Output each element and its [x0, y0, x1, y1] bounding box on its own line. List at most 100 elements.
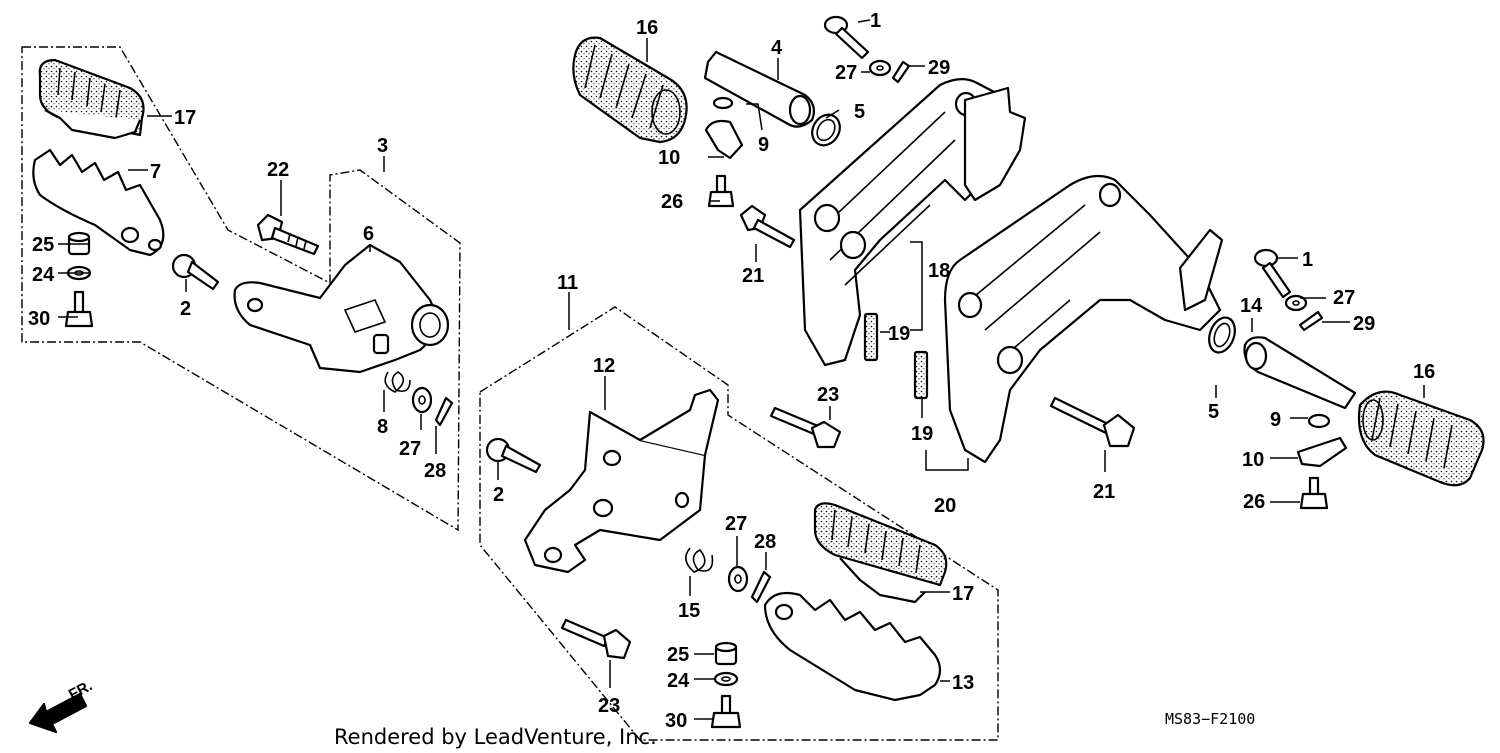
pin-2-right: [485, 437, 542, 474]
callout-9b: 9: [1270, 409, 1281, 431]
callout-28b: 28: [754, 531, 776, 553]
callout-11: 11: [557, 272, 578, 294]
diagram-code: MS83−F2100: [1165, 710, 1255, 728]
bolt-21-right: [1049, 396, 1136, 448]
callout-15: 15: [678, 600, 700, 622]
callout-24a: 24: [32, 264, 55, 286]
bolt-30-center: [710, 694, 742, 729]
callout-17b: 17: [952, 583, 974, 605]
front-step-assembly: [572, 15, 1485, 510]
callout-19b: 19: [911, 423, 933, 445]
spring-15: [685, 547, 714, 573]
pin-19-a: [863, 312, 879, 362]
cotter-pin-29-right: [1298, 310, 1324, 332]
cotter-pin-29-top: [891, 60, 911, 84]
leader-lines: [58, 19, 1425, 720]
callout-3: 3: [377, 135, 388, 157]
callout-27b: 27: [1333, 287, 1355, 309]
callout-numbers: 1 1 2 2 3 4 5 5 6 7 8 9 9 10 10 11 12 13…: [28, 10, 1435, 732]
step-bar-13: [763, 591, 942, 702]
callout-10b: 10: [1242, 449, 1264, 471]
callout-2b: 2: [493, 484, 504, 506]
rear-right-step-assembly: [485, 388, 948, 729]
callout-29b: 29: [1353, 313, 1375, 335]
callout-24b: 24: [667, 670, 690, 692]
callout-2a: 2: [180, 298, 191, 320]
step-rubber-17: [38, 58, 145, 140]
front-step-peg-4: [703, 50, 815, 128]
bolt-23-upper: [769, 406, 842, 449]
callout-20: 20: [934, 495, 956, 517]
front-step-rubber-16-right: [1357, 390, 1485, 487]
front-holder-20: [943, 174, 1224, 464]
guide-10-left: [704, 119, 744, 160]
collar-25: [67, 231, 91, 256]
callout-23a: 23: [817, 384, 839, 406]
callout-1a: 1: [870, 10, 881, 32]
callout-30b: 30: [665, 710, 687, 732]
callout-25b: 25: [667, 644, 689, 666]
callout-5b: 5: [1208, 401, 1219, 423]
group-outlines: [21, 46, 999, 741]
pin-19-b: [913, 350, 929, 400]
washer-5-right: [1208, 316, 1236, 354]
callout-14: 14: [1240, 295, 1263, 317]
step-holder-6: [233, 243, 450, 374]
callout-23b: 23: [598, 695, 620, 717]
step-rubber-17-right: [813, 502, 948, 604]
callout-30a: 30: [28, 308, 50, 330]
callout-27a: 27: [835, 62, 857, 84]
callout-4: 4: [771, 37, 783, 59]
guide-10-right: [1296, 436, 1348, 468]
callout-16b: 16: [1413, 361, 1435, 383]
callout-18: 18: [928, 260, 950, 282]
callout-28a: 28: [424, 460, 446, 482]
callout-22: 22: [267, 159, 289, 181]
callout-17a: 17: [174, 107, 196, 129]
collar-25-center: [714, 641, 738, 666]
rear-left-step-assembly: [32, 58, 454, 427]
callout-29a: 29: [928, 57, 950, 79]
callout-25a: 25: [32, 234, 54, 256]
callout-16a: 16: [636, 17, 658, 39]
washer-9-left: [712, 96, 734, 110]
washer-24-center: [713, 671, 739, 687]
callout-8: 8: [377, 416, 388, 438]
front-arrow-icon: [28, 692, 88, 734]
washer-27-center: [727, 565, 749, 593]
spring-8: [384, 371, 411, 393]
cotter-pin-28-center: [750, 570, 772, 604]
pin-1-top: [823, 15, 870, 60]
front-holder-18: [798, 78, 1027, 367]
callout-7: 7: [150, 161, 161, 183]
callout-27d: 27: [725, 513, 747, 535]
pin-2: [171, 253, 220, 291]
callout-9a: 9: [758, 134, 769, 156]
front-direction-indicator: FR.: [28, 677, 95, 734]
callout-1b: 1: [1302, 249, 1313, 271]
pin-1-right: [1253, 248, 1292, 299]
washer-9-right: [1307, 413, 1331, 429]
step-holder-12: [523, 388, 720, 574]
bolt-22: [256, 213, 320, 256]
washer-27-top: [868, 59, 892, 77]
callout-26b: 26: [1243, 491, 1265, 513]
callout-6: 6: [363, 223, 374, 245]
washer-27-left: [411, 386, 433, 414]
callout-13: 13: [952, 672, 974, 694]
callout-12: 12: [593, 355, 615, 377]
bolt-23-lower: [560, 618, 632, 660]
bolt-26-right: [1299, 476, 1329, 510]
callout-21b: 21: [1093, 481, 1115, 503]
callout-21a: 21: [742, 265, 764, 287]
callout-19a: 19: [888, 323, 910, 345]
front-step-rubber-16-left: [572, 36, 688, 144]
callout-5a: 5: [854, 101, 865, 123]
front-step-peg-14: [1243, 336, 1357, 410]
washer-5-left: [811, 113, 841, 147]
bolt-21-left: [739, 204, 796, 249]
bolt-30: [64, 290, 94, 328]
footer-credit: Rendered by LeadVenture, Inc.: [334, 725, 657, 749]
washer-27-right: [1284, 294, 1308, 312]
